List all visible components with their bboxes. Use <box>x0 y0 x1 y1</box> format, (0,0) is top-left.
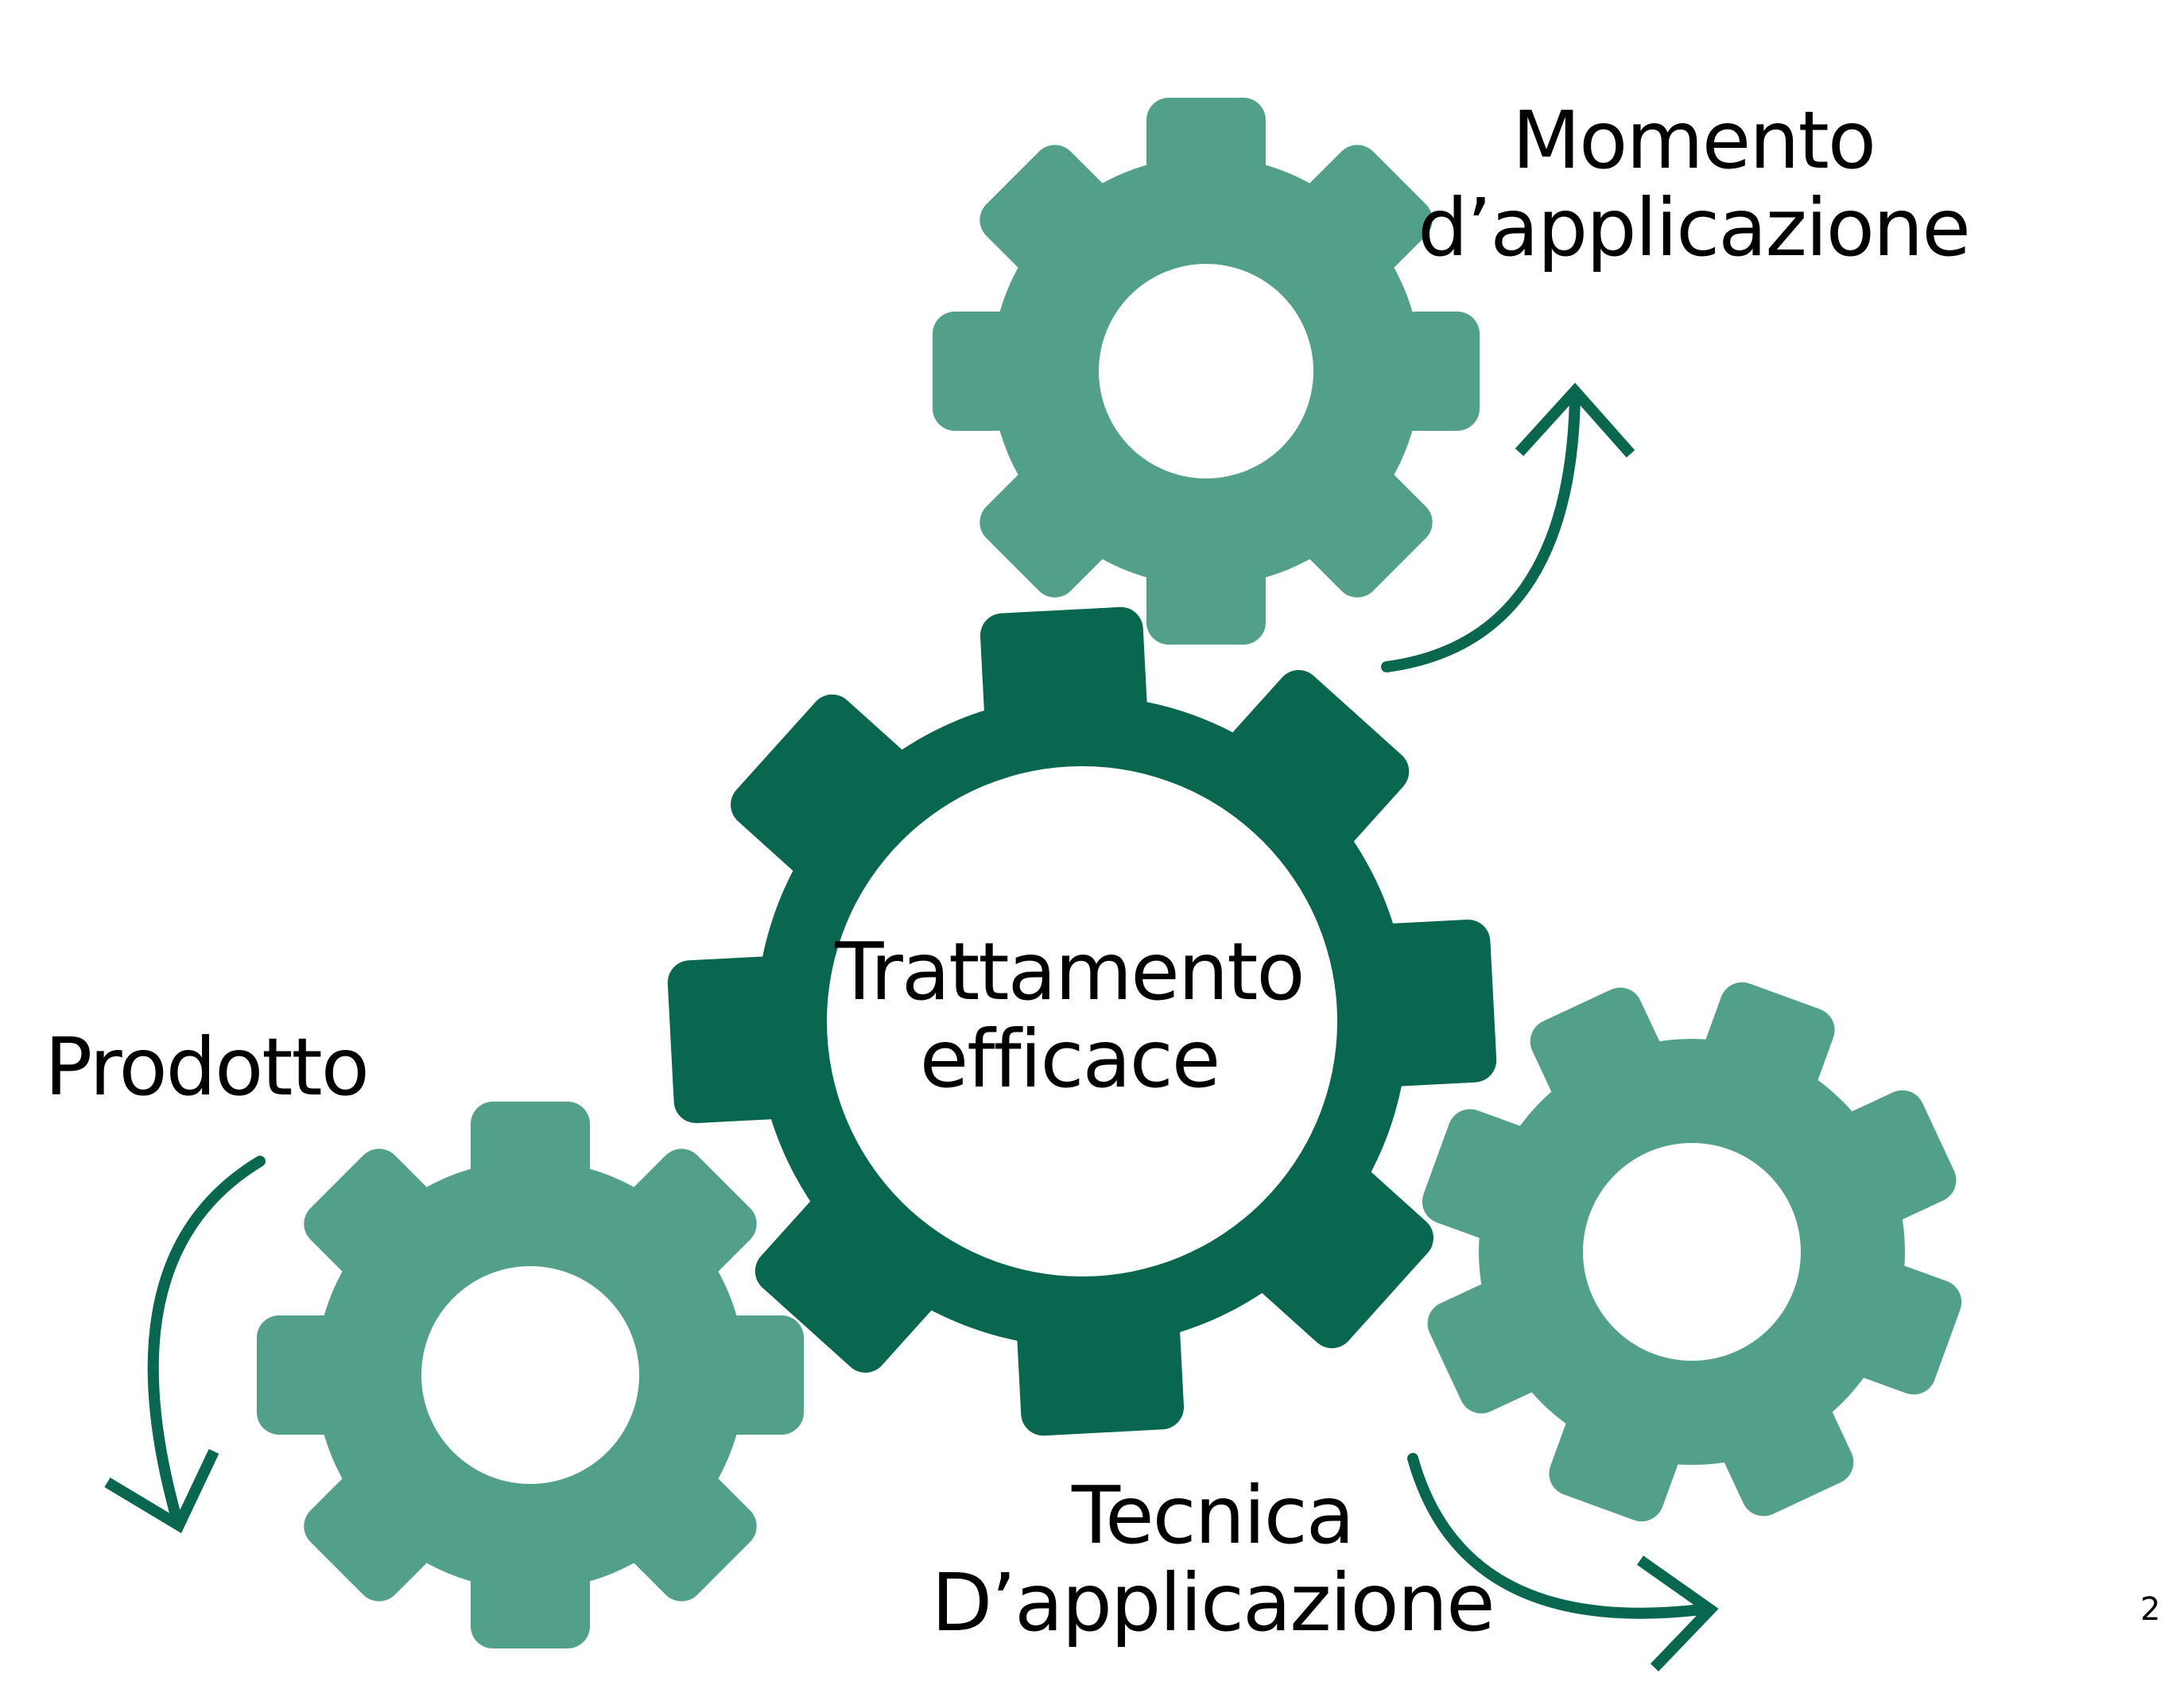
arrow-prodotto <box>147 1156 266 1524</box>
gear-tooth <box>304 1149 434 1279</box>
gear-hole <box>827 766 1337 1276</box>
arrow-momento <box>1381 392 1581 672</box>
gear-tooth <box>731 694 910 877</box>
label-momento-line1: Momento <box>1511 94 1876 187</box>
gear-tooth <box>1227 670 1410 849</box>
gear-tooth <box>980 467 1110 598</box>
center-label: Trattamento efficace <box>835 925 1305 1106</box>
page-number: 2 <box>2140 1591 2161 1628</box>
center-label-line2: efficace <box>919 1013 1220 1106</box>
gear-tooth <box>755 1194 937 1373</box>
label-tecnica-line1: Tecnica <box>1071 1469 1355 1562</box>
gear-hole <box>1583 1143 1801 1361</box>
arrow-momento-head <box>1515 382 1635 458</box>
gear-tooth <box>626 1471 757 1602</box>
gear-hole <box>421 1266 639 1484</box>
label-tecnica-line2: D’applicazione <box>931 1556 1495 1649</box>
arrow-tecnica <box>1407 1453 1707 1619</box>
label-prodotto-line1: Prodotto <box>45 1021 370 1114</box>
arrow-prodotto-head <box>104 1449 219 1533</box>
arrow-tecnica-head <box>1636 1555 1719 1672</box>
label-prodotto: Prodotto <box>45 1021 370 1114</box>
label-tecnica: Tecnica D’applicazione <box>931 1469 1495 1649</box>
gear-tooth <box>1302 145 1433 275</box>
center-label-line1: Trattamento <box>835 925 1305 1018</box>
gear-tooth <box>980 145 1110 275</box>
gear-tooth <box>626 1149 757 1279</box>
gear-center <box>667 606 1497 1436</box>
gear-hole <box>1099 264 1313 478</box>
gear-tooth <box>1302 467 1433 598</box>
gear-tooth <box>1255 1166 1433 1349</box>
gear-prodotto <box>257 1102 804 1648</box>
label-momento: Momento d’applicazione <box>1418 94 1971 274</box>
gear-momento <box>933 98 1480 645</box>
gear-tooth <box>304 1471 434 1602</box>
gear-tecnica <box>1422 982 1962 1522</box>
label-momento-line2: d’applicazione <box>1418 181 1971 274</box>
